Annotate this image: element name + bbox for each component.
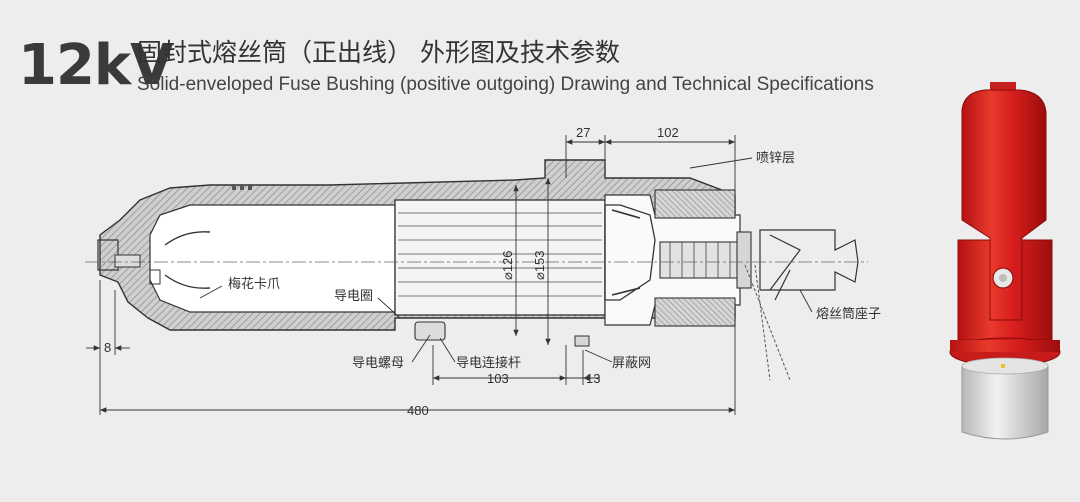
product-photo [949,82,1061,440]
bushing-section [85,159,868,381]
label-zinc-layer: 喷锌层 [756,151,795,166]
dim-480: 480 [407,403,429,418]
dim-102: 102 [657,125,679,140]
dim-8: 8 [104,340,111,355]
label-conductive-rod: 导电连接杆 [456,355,521,371]
leader-lines [199,157,813,363]
dim-27: 27 [576,125,590,140]
label-conductive-ring: 导电圈 [334,289,373,304]
label-plum-claw: 梅花卡爪 [228,276,280,292]
label-conductive-nut: 导电螺母 [352,356,404,371]
dim-103: 103 [487,371,509,386]
dim-dia-126: ⌀126 [500,250,515,280]
dimension-lines [86,135,736,415]
label-shield-mesh: 屏蔽网 [612,356,651,371]
title-chinese: 固封式熔丝筒（正出线） 外形图及技术参数 [137,38,620,67]
title-english: Solid-enveloped Fuse Bushing (positive o… [137,74,874,95]
dim-dia-153: ⌀153 [532,250,547,280]
label-fuse-seat: 熔丝筒座子 [816,306,881,322]
voltage-title: 12kV [18,33,174,98]
dim-13: 13 [586,371,600,386]
